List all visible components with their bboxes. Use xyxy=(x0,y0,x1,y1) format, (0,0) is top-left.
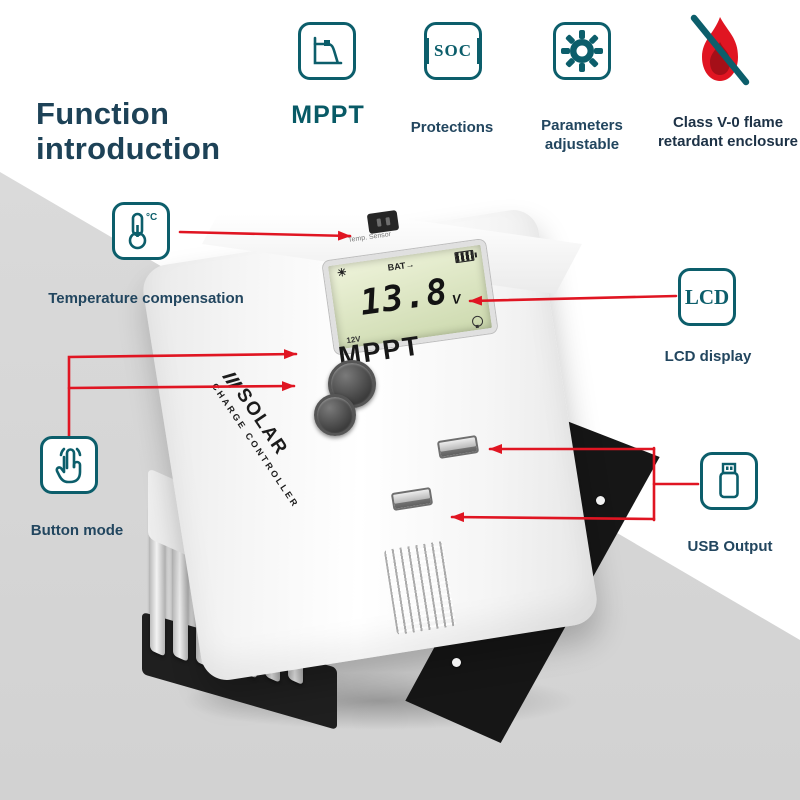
hand-press-icon xyxy=(40,436,98,494)
lcd-icon-text: LCD xyxy=(684,284,730,309)
charge-arrow-icon: → xyxy=(404,258,415,270)
callout-label-temperature: Temperature compensation xyxy=(48,290,244,307)
mode-button-2 xyxy=(314,394,356,436)
mppt-curve-icon xyxy=(298,22,356,80)
hand-press-glyph xyxy=(55,447,82,484)
soc-icon: SOC xyxy=(424,22,482,80)
usb-icon xyxy=(700,452,758,510)
port-pin xyxy=(376,218,382,227)
feature-label-flame: Class V-0 flame retardant enclosure xyxy=(657,114,799,150)
lcd-voltage-row: 13.8 V xyxy=(340,271,481,324)
feature-label-protections: Protections xyxy=(410,119,494,136)
battery-icon xyxy=(454,249,475,264)
bracket-screw-hole xyxy=(452,658,461,667)
soc-icon-text: SOC xyxy=(426,38,480,64)
callout-label-button-mode: Button mode xyxy=(30,522,124,539)
port-pin xyxy=(384,217,390,226)
svg-text:°C: °C xyxy=(146,212,157,223)
voltage-unit: V xyxy=(451,291,462,308)
feature-label-mppt: MPPT xyxy=(291,101,365,129)
page-title: Function introduction xyxy=(36,96,221,167)
no-flame-icon xyxy=(690,14,750,86)
feature-label-parameters: Parameters adjustable xyxy=(541,117,623,153)
mppt-curve-glyph xyxy=(313,36,343,65)
callout-label-lcd: LCD display xyxy=(664,348,752,365)
bat-text: BAT xyxy=(386,259,407,273)
thermometer-icon: °C xyxy=(112,202,170,260)
temp-sensor-port xyxy=(366,210,400,234)
usb-glyph xyxy=(719,462,739,499)
bracket-screw-hole xyxy=(596,496,605,505)
lcd-bat-label: BAT→ xyxy=(387,259,415,273)
gear-glyph xyxy=(561,30,603,72)
voltage-readout: 13.8 xyxy=(357,271,451,324)
gear-icon xyxy=(553,22,611,80)
pv-sun-icon: ☀ xyxy=(336,266,348,280)
thermometer-glyph: °C xyxy=(128,212,157,250)
lcd-icon: LCD xyxy=(678,268,736,326)
callout-label-usb: USB Output xyxy=(687,538,773,555)
